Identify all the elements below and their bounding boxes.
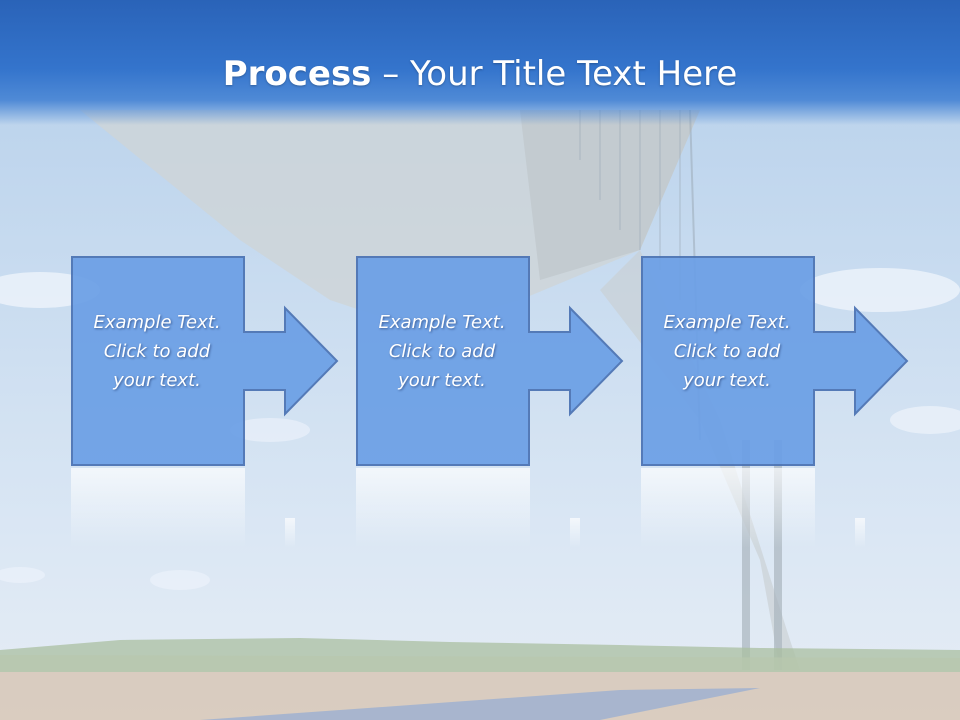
process-step-3[interactable]: Example Text. Click to add your text. — [641, 256, 931, 466]
step-arrow-shape — [71, 256, 339, 466]
step-text-line: Example Text. — [378, 312, 506, 333]
step-text-line: Example Text. — [93, 312, 221, 333]
step-text-line: your text. — [398, 370, 486, 391]
step-reflection — [71, 468, 295, 548]
step-text[interactable]: Example Text. Click to add your text. — [641, 308, 813, 395]
step-text-line: your text. — [113, 370, 201, 391]
title-rest-text: – Your Title Text Here — [371, 54, 738, 94]
process-step-1[interactable]: Example Text. Click to add your text. — [71, 256, 361, 466]
step-reflection — [356, 468, 580, 548]
process-step-2[interactable]: Example Text. Click to add your text. — [356, 256, 646, 466]
title-bold-text: Process — [222, 54, 372, 94]
step-text-line: Click to add — [673, 341, 781, 362]
slide-title[interactable]: Process – Your Title Text Here — [0, 52, 960, 96]
step-reflection — [641, 468, 865, 548]
step-text-line: Example Text. — [663, 312, 791, 333]
step-text-line: Click to add — [103, 341, 211, 362]
step-text[interactable]: Example Text. Click to add your text. — [71, 308, 243, 395]
title-bar — [0, 0, 960, 125]
step-arrow-shape — [356, 256, 624, 466]
step-text[interactable]: Example Text. Click to add your text. — [356, 308, 528, 395]
step-text-line: Click to add — [388, 341, 496, 362]
step-arrow-shape — [641, 256, 909, 466]
step-text-line: your text. — [683, 370, 771, 391]
